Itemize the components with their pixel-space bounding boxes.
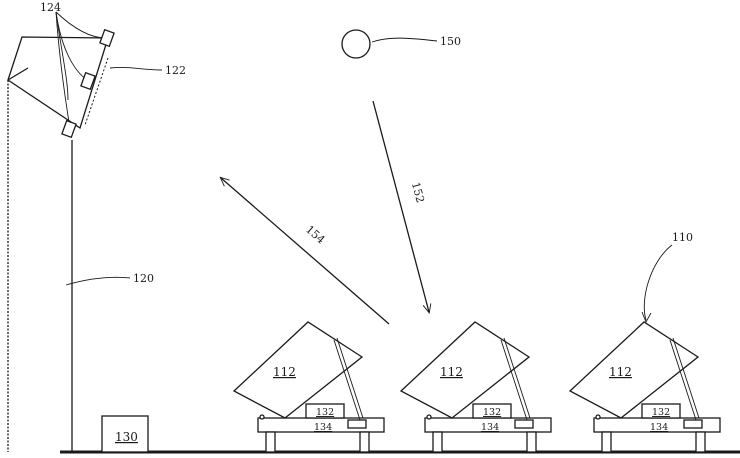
label-130: 130 xyxy=(115,430,138,444)
collector-unit: 112 132 134 xyxy=(399,321,552,453)
unit-leg xyxy=(359,431,370,453)
actuator-box xyxy=(514,419,534,429)
label-124: 124 xyxy=(40,1,61,14)
label-154: 154 xyxy=(303,223,327,247)
unit-leg xyxy=(526,431,537,453)
label-110: 110 xyxy=(672,231,693,244)
panel-strut xyxy=(500,339,528,421)
label-120: 120 xyxy=(133,272,154,285)
panel-hinge xyxy=(259,414,265,420)
leader-120 xyxy=(65,276,131,286)
label-122: 122 xyxy=(165,64,186,77)
label-134: 134 xyxy=(314,422,332,433)
box-130 xyxy=(101,415,149,453)
box-132 xyxy=(472,403,512,419)
label-112: 112 xyxy=(609,365,632,379)
panel-112 xyxy=(399,321,531,419)
label-152: 152 xyxy=(409,181,427,205)
leader-110-arrowhead xyxy=(641,311,652,324)
unit-leg xyxy=(265,431,276,453)
panel-strut xyxy=(503,337,531,419)
sun-150 xyxy=(341,29,371,59)
collector-units: 112 132 134 112 132 134 112 132 134 xyxy=(232,321,721,453)
actuator-box xyxy=(347,419,367,429)
box-132 xyxy=(641,403,681,419)
panel-hinge xyxy=(595,414,601,420)
panel-112 xyxy=(568,321,700,419)
label-132: 132 xyxy=(316,407,334,418)
panel-strut xyxy=(333,339,361,421)
label-112: 112 xyxy=(273,365,296,379)
ray-152 xyxy=(372,100,429,312)
label-150: 150 xyxy=(440,35,461,48)
sensor-head-122 xyxy=(7,11,115,139)
label-132: 132 xyxy=(483,407,501,418)
label-112: 112 xyxy=(440,365,463,379)
leader-122 xyxy=(109,67,163,71)
collector-unit: 112 132 134 xyxy=(568,321,721,453)
unit-leg xyxy=(601,431,612,453)
label-134: 134 xyxy=(481,422,499,433)
tower-120 xyxy=(7,67,73,452)
unit-leg xyxy=(432,431,443,453)
leader-110 xyxy=(643,244,673,321)
panel-strut xyxy=(669,339,697,421)
panel-strut xyxy=(336,337,364,419)
panel-hinge xyxy=(426,414,432,420)
ray-154 xyxy=(221,178,390,325)
label-132: 132 xyxy=(652,407,670,418)
leader-150 xyxy=(371,37,438,43)
actuator-box xyxy=(683,419,703,429)
panel-strut xyxy=(672,337,700,419)
label-134: 134 xyxy=(650,422,668,433)
unit-leg xyxy=(695,431,706,453)
collector-unit: 112 132 134 xyxy=(232,321,385,453)
panel-112 xyxy=(232,321,364,419)
box-132 xyxy=(305,403,345,419)
